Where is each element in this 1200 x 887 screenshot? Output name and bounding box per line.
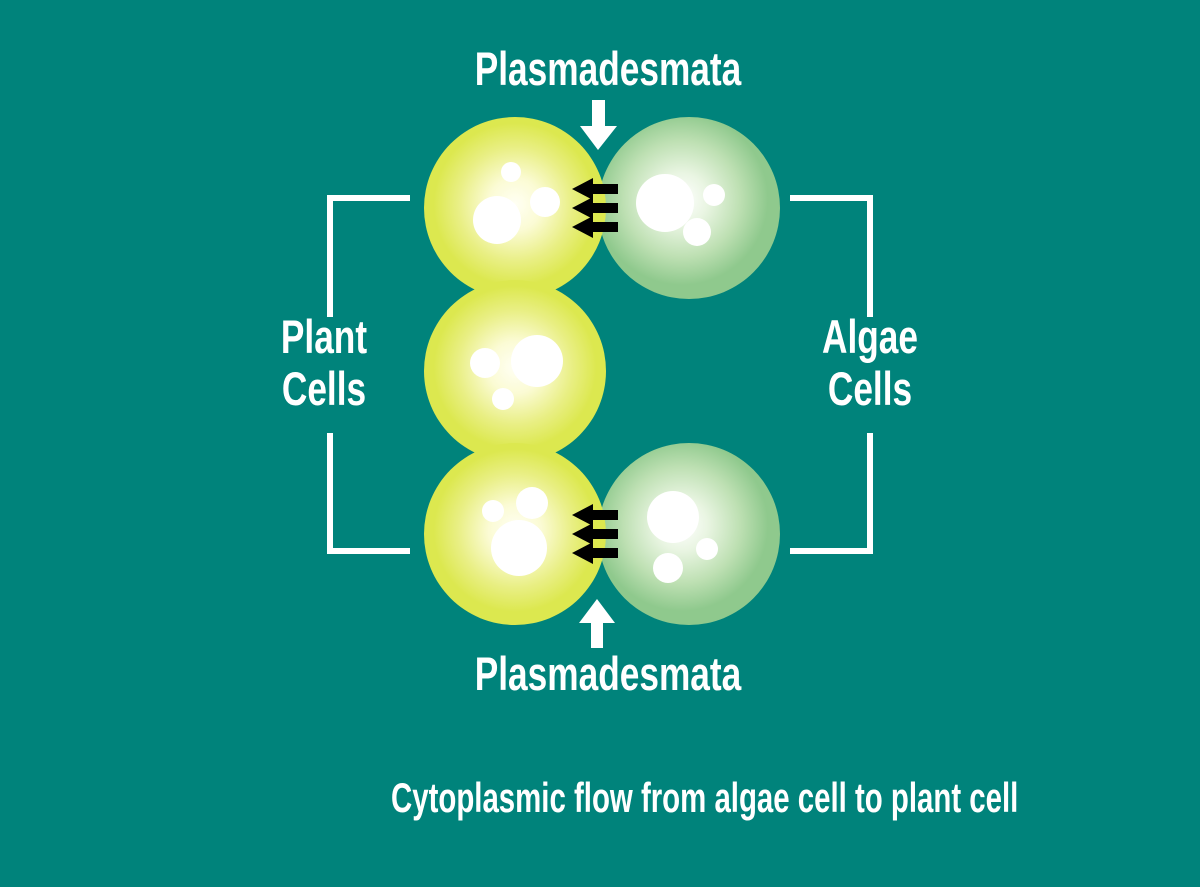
organelle [473, 196, 521, 244]
plant-cells-label-line1: Plant [280, 310, 368, 363]
organelle [653, 553, 683, 583]
label-pointers [579, 100, 617, 648]
organelle [501, 162, 521, 182]
organelle [511, 335, 563, 387]
plant-cells-bracket [327, 195, 410, 554]
algae-cells-bracket [790, 195, 873, 554]
plasmodesmata-label-top: Plasmadesmata [474, 42, 742, 95]
algae-cells-label: Algae Cells [758, 311, 983, 415]
plasmodesmata-label-bottom: Plasmadesmata [474, 647, 742, 700]
organelle [482, 500, 504, 522]
algae-cells-label-line1: Algae [822, 310, 918, 363]
brackets [327, 195, 873, 554]
organelle [683, 218, 711, 246]
flow-arrow-icon [572, 216, 618, 238]
organelle [703, 184, 725, 206]
organelle [491, 520, 547, 576]
flow-arrow-icon [572, 542, 618, 564]
organelle [470, 348, 500, 378]
organelle [636, 174, 694, 232]
flow-arrows [572, 178, 618, 564]
organelle [696, 538, 718, 560]
plasmodesmata-pointer-up-icon [579, 599, 615, 648]
plant-cells-label-line2: Cells [281, 362, 367, 415]
caption: Cytoplasmic flow from algae cell to plan… [391, 774, 1019, 821]
algae-cells-label-line2: Cells [827, 362, 913, 415]
flow-arrow-icon [572, 523, 618, 545]
flow-arrow-icon [572, 178, 618, 200]
flow-arrow-icon [572, 504, 618, 526]
organelle [530, 187, 560, 217]
plasmodesmata-pointer-down-icon [580, 100, 617, 150]
organelle [516, 487, 548, 519]
flow-arrow-icon [572, 197, 618, 219]
organelle [647, 491, 699, 543]
organelle [492, 388, 514, 410]
plant-cells-label: Plant Cells [212, 311, 437, 415]
organelles [470, 162, 725, 583]
